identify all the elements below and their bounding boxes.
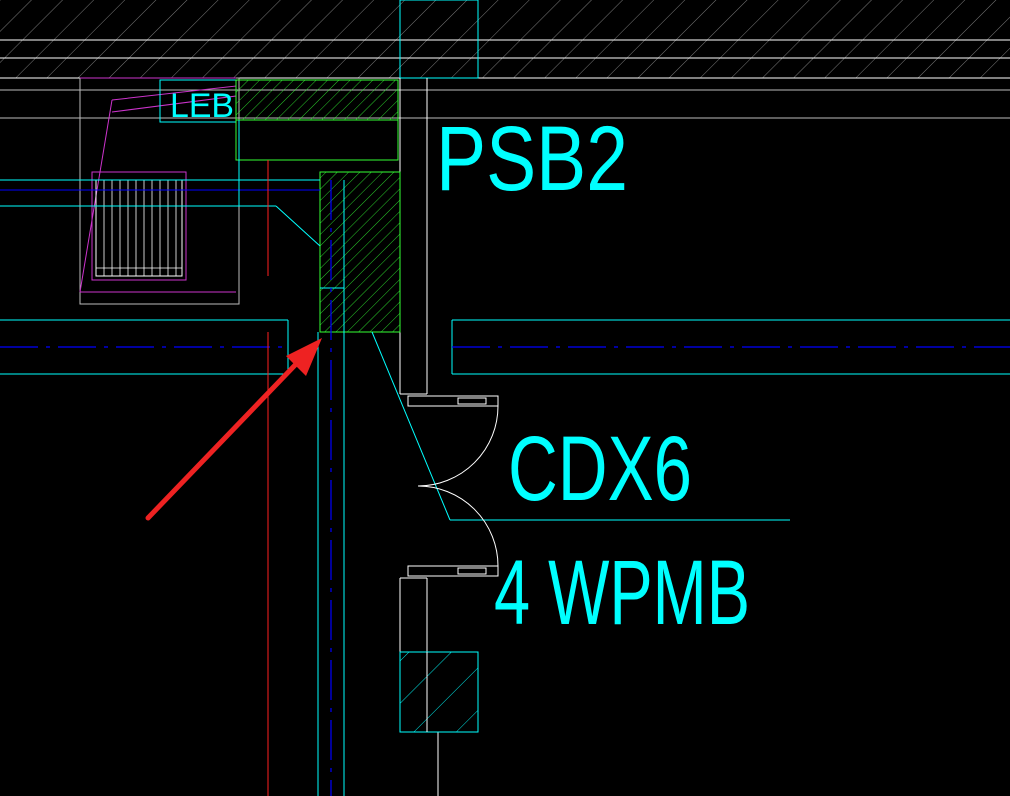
upper-left-wall-lines bbox=[0, 120, 321, 247]
psb2-wall-outline bbox=[399, 78, 428, 395]
green-column bbox=[319, 171, 401, 333]
double-swing-door bbox=[407, 395, 499, 577]
leb-label: LEB bbox=[170, 87, 234, 125]
vertical-wall-lines bbox=[317, 332, 345, 796]
leb-panel: LEB bbox=[79, 77, 240, 305]
psb2-label: PSB2 bbox=[436, 108, 628, 210]
wpm-label: 4 WPMB bbox=[494, 542, 750, 644]
red-pointer-arrow-icon bbox=[145, 338, 322, 521]
leb-grille bbox=[95, 179, 183, 277]
lower-wall-piece bbox=[399, 577, 439, 796]
cdx6-label: CDX6 bbox=[508, 418, 692, 520]
green-beam-top bbox=[235, 79, 399, 161]
top-wall-hatch bbox=[0, 0, 1010, 119]
lower-hatched-column bbox=[399, 651, 479, 733]
top-column bbox=[399, 0, 479, 79]
